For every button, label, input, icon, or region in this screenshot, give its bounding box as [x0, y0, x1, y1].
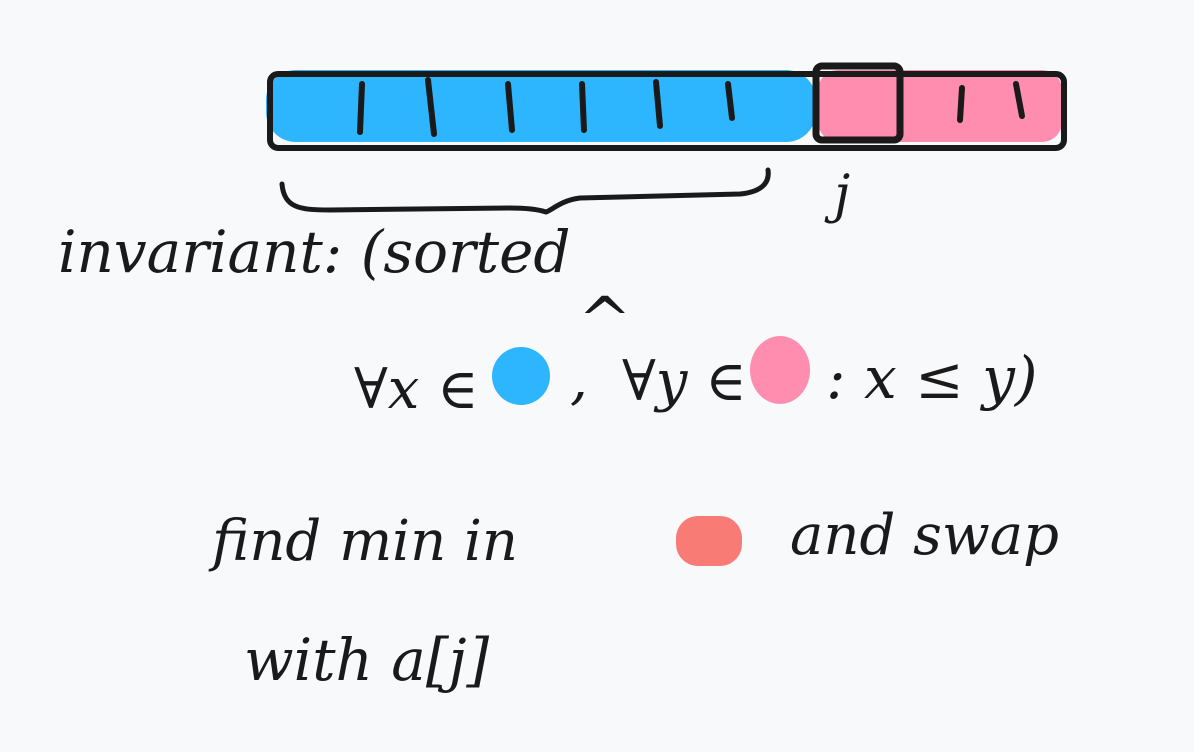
step-text-find-min: find min in [208, 509, 518, 574]
step-text-and-swap: and swap [790, 503, 1059, 568]
comma-text: , [570, 347, 588, 412]
sorted-cell-dividers [357, 77, 735, 137]
step-text-with-aj: with a[j] [244, 626, 489, 694]
current-element-box [812, 62, 904, 144]
sorted-region [266, 70, 816, 142]
salmon-dot-icon [676, 516, 742, 566]
pink-dot-icon [750, 336, 810, 404]
unsorted-cell-dividers [957, 81, 1025, 123]
forall-y-text: ∀y ∈ [622, 349, 747, 414]
array-outline [267, 71, 1067, 151]
conjunction-symbol: ^ [578, 284, 632, 358]
forall-x-text: ∀x ∈ [354, 357, 479, 422]
pointer-label-j: j [824, 165, 850, 225]
unsorted-region [818, 70, 1062, 142]
invariant-heading: invariant: (sorted [58, 218, 571, 286]
curly-brace-icon [279, 167, 771, 215]
relation-text: : x ≤ y) [826, 344, 1038, 412]
blue-dot-icon [492, 347, 550, 405]
